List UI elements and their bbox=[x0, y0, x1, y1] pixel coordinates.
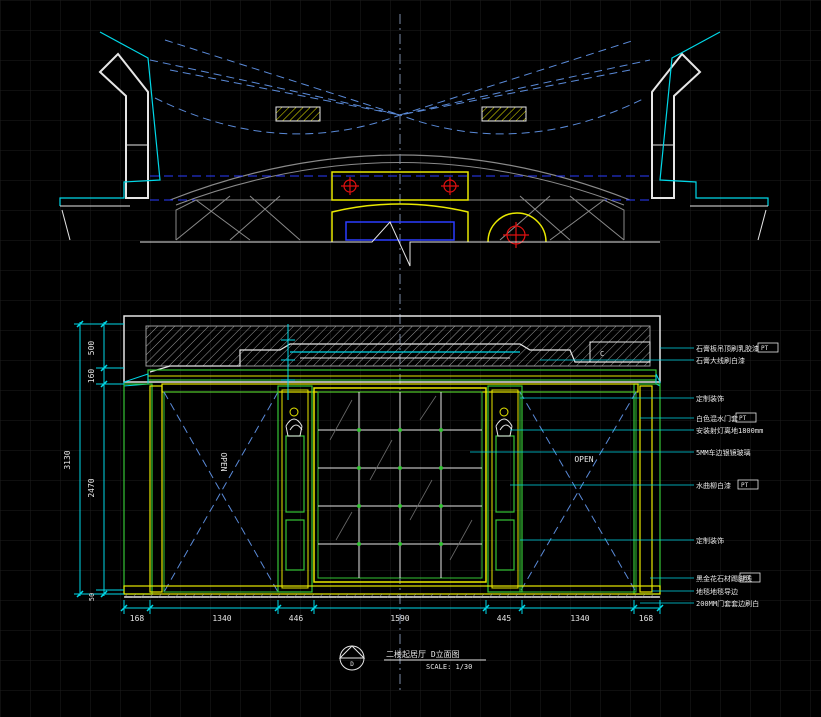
svg-text:C: C bbox=[600, 350, 604, 358]
title-block: D 二楼起居厅 D立面图 SCALE: 1/30 bbox=[338, 645, 486, 671]
dim-vertical-3: 2470 bbox=[87, 478, 96, 497]
dim-h-4: 1590 bbox=[390, 614, 409, 623]
tag-4: PT bbox=[743, 575, 751, 582]
annotation-5: 安装射灯离地1800mm bbox=[696, 426, 763, 435]
annotation-3: 定制装饰 bbox=[696, 394, 724, 403]
tag-3: PT bbox=[741, 482, 749, 489]
drawing-scale: SCALE: 1/30 bbox=[426, 663, 472, 671]
elevation-view: C bbox=[123, 315, 661, 598]
annotation-1: 石膏板吊顶刷乳胶漆 bbox=[696, 344, 759, 353]
annotation-11: 200MM门套套边刷白 bbox=[696, 599, 759, 608]
annotation-9: 黑金花石材踢脚线 bbox=[696, 574, 752, 583]
dim-vertical-1: 500 bbox=[87, 341, 96, 356]
dim-vertical-total: 3130 bbox=[63, 450, 72, 469]
dim-vertical-2: 160 bbox=[87, 369, 96, 384]
annotation-2: 石膏大线刷白漆 bbox=[696, 356, 745, 365]
dim-h-7: 168 bbox=[639, 614, 654, 623]
annotation-10: 地毯地毯导边 bbox=[696, 587, 738, 596]
material-tags: PT PT PT PT bbox=[735, 342, 779, 583]
annotation-6: 5MM车边银镜玻璃 bbox=[696, 448, 751, 457]
tag-2: PT bbox=[739, 415, 747, 422]
horizontal-dimension-labels: 168 1340 446 1590 445 1340 168 bbox=[130, 614, 654, 623]
tag-1: PT bbox=[761, 345, 769, 352]
dim-h-6: 1340 bbox=[570, 614, 589, 623]
annotation-8: 定制装饰 bbox=[696, 536, 724, 545]
dim-h-5: 445 bbox=[497, 614, 512, 623]
annotation-texts: 石膏板吊顶刷乳胶漆 石膏大线刷白漆 定制装饰 白色混水门套 安装射灯离地1800… bbox=[696, 344, 763, 608]
dim-h-1: 168 bbox=[130, 614, 145, 623]
open-label-left: OPEN bbox=[219, 452, 228, 471]
dim-vertical-4: 50 bbox=[88, 593, 96, 601]
annotation-leaders bbox=[470, 347, 694, 604]
drawing-title: 二楼起居厅 D立面图 bbox=[386, 649, 460, 659]
annotation-4: 白色混水门套 bbox=[696, 414, 738, 423]
section-marker-id: D bbox=[350, 661, 354, 668]
open-label-right: OPEN bbox=[574, 455, 593, 464]
plan-view bbox=[59, 31, 769, 267]
dim-h-2: 1340 bbox=[212, 614, 231, 623]
annotation-7: 水曲柳白漆 bbox=[696, 481, 731, 490]
dim-h-3: 446 bbox=[289, 614, 304, 623]
